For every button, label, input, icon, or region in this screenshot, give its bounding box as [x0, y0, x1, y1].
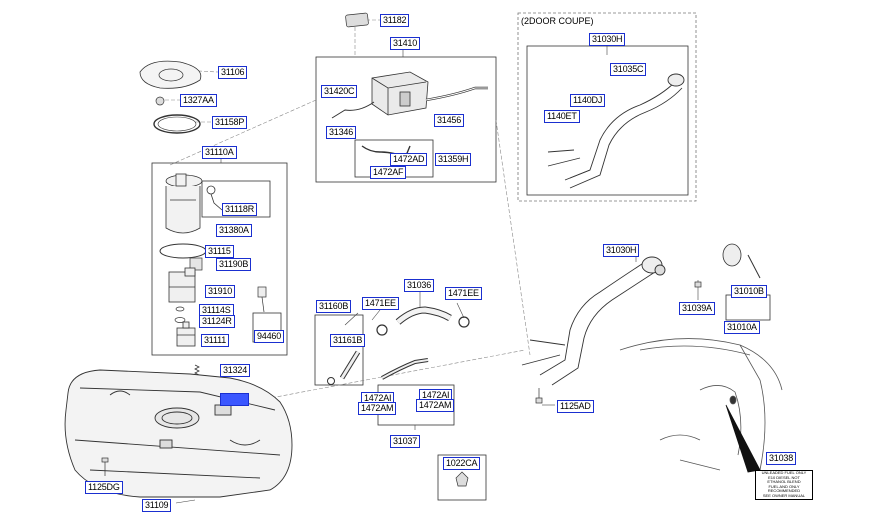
- part-label-31910[interactable]: 31910: [205, 285, 236, 298]
- bolt-1125AD-icon: [535, 388, 543, 404]
- part-label-31039A[interactable]: 31039A: [679, 302, 715, 315]
- part-label-31160B[interactable]: 31160B: [316, 300, 352, 313]
- canister-group-box: [315, 56, 497, 183]
- clip-1022CA-icon: [455, 471, 469, 487]
- part-label-31109[interactable]: 31109: [142, 499, 172, 512]
- fuel-pump-group-box: [151, 162, 288, 356]
- part-label-31036[interactable]: 31036: [404, 279, 435, 292]
- canister-icon: [371, 71, 429, 116]
- filler-coupe-inner-box: [526, 45, 689, 196]
- part-label-31150-selected[interactable]: 31150: [220, 393, 250, 406]
- filler-neck-coupe: [547, 73, 685, 189]
- sticker-line: UNLEADED FUEL ONLY: [761, 470, 807, 475]
- fuel-label-pointer: [725, 404, 761, 473]
- sticker-line: SEE OWNER MANUAL: [762, 492, 806, 498]
- part-label-1471EE-right[interactable]: 1471EE: [445, 287, 482, 300]
- part-label-1472AF[interactable]: 1472AF: [370, 166, 407, 179]
- clamp-icon: [376, 324, 388, 336]
- part-label-31456[interactable]: 31456: [434, 114, 465, 127]
- sticker-line: RECOMMENDED: [767, 488, 801, 494]
- part-label-1472AD[interactable]: 1472AD: [390, 153, 428, 166]
- part-label-31324[interactable]: 31324: [220, 364, 251, 377]
- part-label-31035C[interactable]: 31035C: [610, 63, 647, 76]
- part-label-1472AM-left[interactable]: 1472AM: [358, 402, 397, 415]
- clamp-icon: [458, 316, 470, 328]
- part-label-31030H-coupe[interactable]: 31030H: [589, 33, 626, 46]
- filler-neck-main: [521, 256, 666, 386]
- part-label-31158P[interactable]: 31158P: [212, 116, 248, 129]
- part-label-31161B[interactable]: 31161B: [330, 334, 366, 347]
- fuel-warning-sticker: UNLEADED FUEL ONLY E10 DIESEL NOT ETHANO…: [755, 470, 813, 500]
- part-label-31115[interactable]: 31115: [205, 245, 234, 258]
- part-label-1471EE-left[interactable]: 1471EE: [362, 297, 399, 310]
- filter-cap-icon: [189, 257, 203, 271]
- part-label-94460[interactable]: 94460: [254, 330, 285, 343]
- part-label-31190B[interactable]: 31190B: [216, 258, 252, 271]
- part-label-31346[interactable]: 31346: [326, 126, 357, 139]
- part-label-31010A[interactable]: 31010A: [724, 321, 760, 334]
- sender-subgroup-box: [201, 180, 271, 218]
- fuel-door-icon: [722, 243, 742, 267]
- 31010-box: [725, 294, 771, 321]
- fuel-filter-icon: [168, 267, 196, 303]
- 1022CA-box: [437, 454, 487, 501]
- part-label-31110A[interactable]: 31110A: [202, 146, 237, 159]
- part-label-31010B[interactable]: 31010B: [731, 285, 767, 298]
- seal-ring-icon: [159, 243, 207, 259]
- gasket-ring-icon: [153, 114, 201, 134]
- part-label-31111[interactable]: 31111: [201, 334, 230, 347]
- part-label-1140ET[interactable]: 1140ET: [544, 110, 580, 123]
- part-label-31038[interactable]: 31038: [766, 452, 797, 465]
- fuel-tank: [64, 369, 293, 498]
- pump-motor-icon: [176, 321, 196, 347]
- part-label-31182[interactable]: 31182: [380, 14, 410, 27]
- part-label-1125DG[interactable]: 1125DG: [85, 481, 123, 494]
- sticker-line: E10 DIESEL NOT: [768, 474, 800, 480]
- sticker-line: FUEL AND ONLY: [768, 483, 800, 489]
- sticker-line: ETHANOL BLEND: [767, 479, 801, 485]
- part-label-1327AA[interactable]: 1327AA: [180, 94, 217, 107]
- part-label-1140DJ[interactable]: 1140DJ: [570, 94, 606, 107]
- part-label-31420C[interactable]: 31420C: [321, 85, 358, 98]
- part-label-31030H[interactable]: 31030H: [603, 244, 640, 257]
- part-label-31118R[interactable]: 31118R: [222, 203, 257, 216]
- part-label-1022CA[interactable]: 1022CA: [443, 457, 481, 470]
- 31160B-box: [314, 314, 364, 386]
- pad-icon: [345, 12, 369, 28]
- part-label-31037[interactable]: 31037: [390, 435, 421, 448]
- part-label-1125AD[interactable]: 1125AD: [557, 400, 594, 413]
- bolt-icon: [155, 96, 165, 106]
- coupe-panel-border: [517, 12, 697, 202]
- part-label-31380A[interactable]: 31380A: [216, 224, 252, 237]
- part-label-31410[interactable]: 31410: [390, 37, 421, 50]
- pump-cover-plate: [139, 60, 202, 89]
- part-label-31359H[interactable]: 31359H: [435, 153, 472, 166]
- coupe-panel-title: (2DOOR COUPE): [521, 16, 594, 26]
- part-label-31124R[interactable]: 31124R: [199, 315, 235, 328]
- bolt-1125DG-icon: [101, 457, 109, 476]
- part-label-1472AM-right[interactable]: 1472AM: [416, 399, 455, 412]
- vehicle-rear-outline: [619, 338, 783, 471]
- sensor-icon: [257, 286, 267, 313]
- fuel-pump-module: [165, 173, 223, 234]
- part-label-31106[interactable]: 31106: [218, 66, 248, 79]
